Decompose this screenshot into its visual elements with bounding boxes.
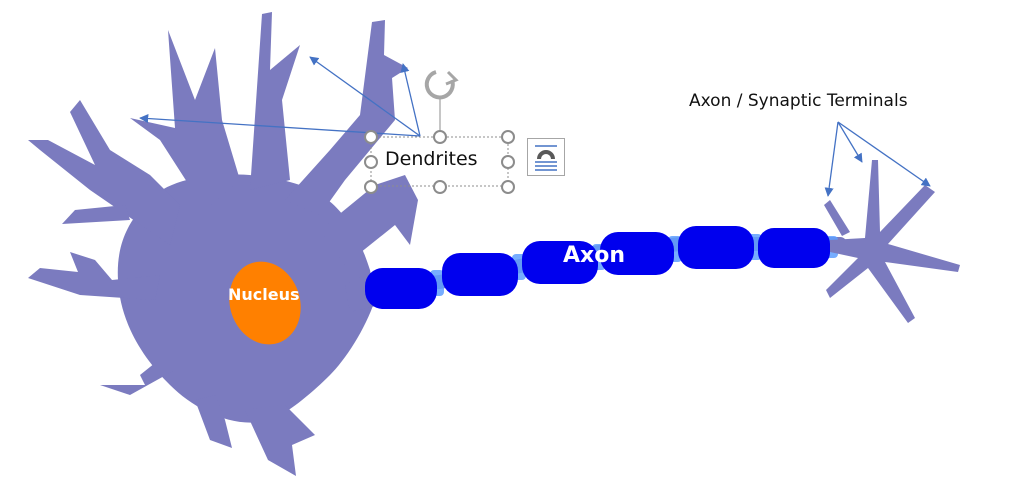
- dendrite-top-left: [130, 30, 240, 210]
- resize-handle[interactable]: [364, 180, 378, 194]
- myelin-segment: [365, 268, 437, 309]
- resize-handle[interactable]: [501, 180, 515, 194]
- myelin-segment: [678, 226, 754, 269]
- terminal-arrows: [824, 121, 931, 197]
- dendrite-bottom-left: [100, 355, 175, 395]
- nucleus-label: Nucleus: [228, 285, 300, 304]
- myelin-segment: [758, 228, 830, 268]
- selection-box[interactable]: [364, 70, 515, 194]
- terminals-label: Axon / Synaptic Terminals: [689, 91, 908, 111]
- resize-handle[interactable]: [364, 130, 378, 144]
- resize-handle[interactable]: [501, 130, 515, 144]
- myelin-segment: [442, 253, 518, 296]
- nucleus: [229, 261, 301, 345]
- resize-handles: [364, 130, 515, 194]
- layout-options-icon: [535, 145, 557, 171]
- resize-handle[interactable]: [501, 155, 515, 169]
- dendrite-bottom: [245, 405, 315, 476]
- resize-handle[interactable]: [433, 130, 447, 144]
- myelin-segment: [600, 232, 674, 275]
- resize-handle[interactable]: [433, 180, 447, 194]
- dendrite-left: [28, 100, 180, 245]
- dendrite-small-left: [62, 205, 130, 224]
- dendrite-right-mid: [320, 175, 418, 265]
- dendrite-top-right: [285, 20, 408, 215]
- axon-terminals: [824, 160, 960, 323]
- layout-options-button[interactable]: [527, 138, 565, 176]
- dendrite-bottom-mid: [195, 395, 232, 448]
- dendrite-top: [250, 12, 300, 190]
- axon-label: Axon: [563, 243, 625, 268]
- myelin-sheath: [365, 226, 830, 309]
- resize-handle[interactable]: [364, 155, 378, 169]
- cell-body: [28, 12, 418, 476]
- dendrites-label[interactable]: Dendrites: [385, 148, 478, 170]
- dendrite-left-low: [28, 252, 160, 300]
- rotate-handle-icon[interactable]: [424, 70, 459, 100]
- myelin-segment: [522, 241, 598, 284]
